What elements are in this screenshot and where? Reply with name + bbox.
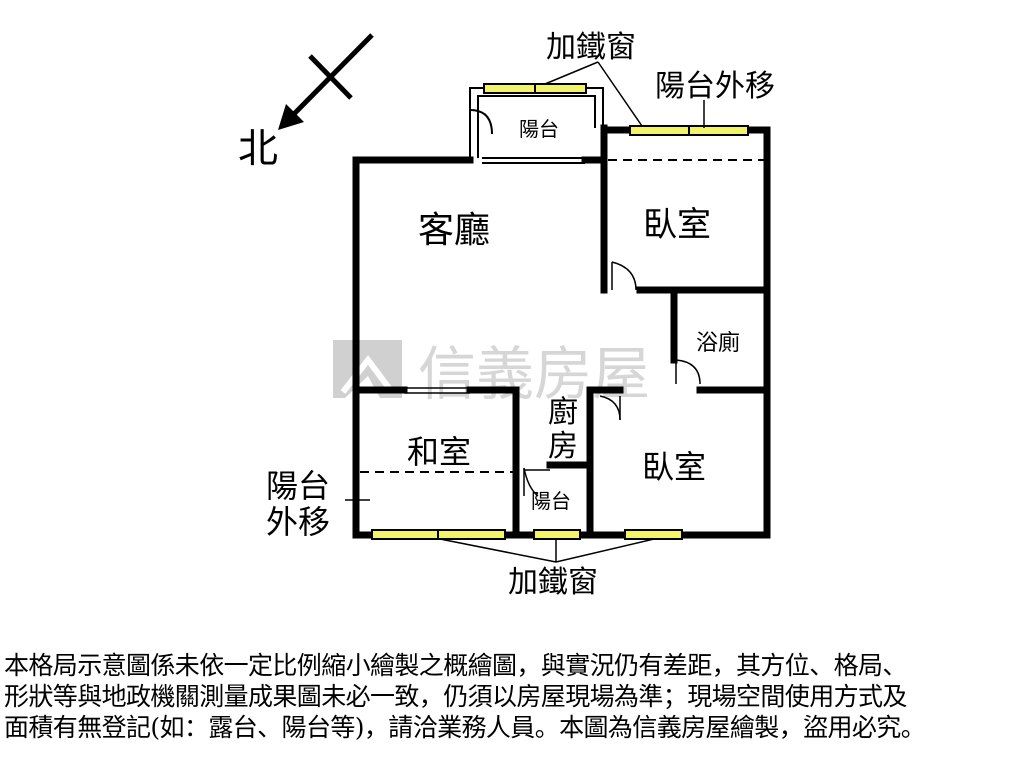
kitchen-label-1: 廚 bbox=[548, 395, 578, 430]
disclaimer-line-3: 面積有無登記(如：露台、陽台等)，請洽業務人員。本圖為信義房屋繪製，盜用必究。 bbox=[4, 713, 926, 742]
japanese-room-label: 和室 bbox=[407, 433, 471, 471]
thin-lines bbox=[404, 261, 701, 497]
watermark: 信義房屋 bbox=[333, 340, 650, 408]
north-compass-icon bbox=[278, 33, 374, 130]
dashed-lines bbox=[360, 159, 764, 473]
walls bbox=[352, 124, 771, 539]
iron-window-top-label: 加鐵窗 bbox=[546, 30, 636, 65]
bedroom-se-label: 臥室 bbox=[642, 448, 706, 486]
balcony-moved-left-label-1: 陽台 bbox=[266, 467, 330, 505]
balcony-small-label: 陽台 bbox=[531, 489, 571, 513]
iron-window-bottom-label: 加鐵窗 bbox=[508, 565, 598, 600]
living-room-label: 客廳 bbox=[418, 210, 490, 251]
bedroom-ne-label: 臥室 bbox=[643, 205, 711, 245]
disclaimer-line-1: 本格局示意圖係未依一定比例縮小繪製之概繪圖，與實況仍有差距，其方位、格局、 bbox=[4, 651, 907, 680]
window-se-bedroom bbox=[624, 529, 683, 540]
floor-plan: 信義房屋 北 bbox=[238, 30, 775, 600]
north-label: 北 bbox=[238, 126, 278, 172]
kitchen-label-2: 房 bbox=[548, 429, 578, 464]
leader-lines bbox=[345, 61, 705, 563]
balcony-moved-top-label: 陽台外移 bbox=[655, 69, 775, 104]
balcony-top-label: 陽台 bbox=[519, 117, 559, 141]
iron-windows bbox=[371, 83, 749, 540]
disclaimer-line-2: 形狀等與地政機關測量成果圖未必一致，仍須以房屋現場為準；現場空間使用方式及 bbox=[4, 682, 907, 711]
watermark-brand: 信義房屋 bbox=[418, 340, 650, 408]
bathroom-label: 浴廁 bbox=[696, 331, 740, 356]
watermark-logo-icon bbox=[333, 340, 402, 398]
window-small-balcony bbox=[533, 529, 581, 540]
balcony-moved-left-label-2: 外移 bbox=[266, 503, 330, 541]
disclaimer-text: 本格局示意圖係未依一定比例縮小繪製之概繪圖，與實況仍有差距，其方位、格局、 形狀… bbox=[4, 650, 1020, 743]
